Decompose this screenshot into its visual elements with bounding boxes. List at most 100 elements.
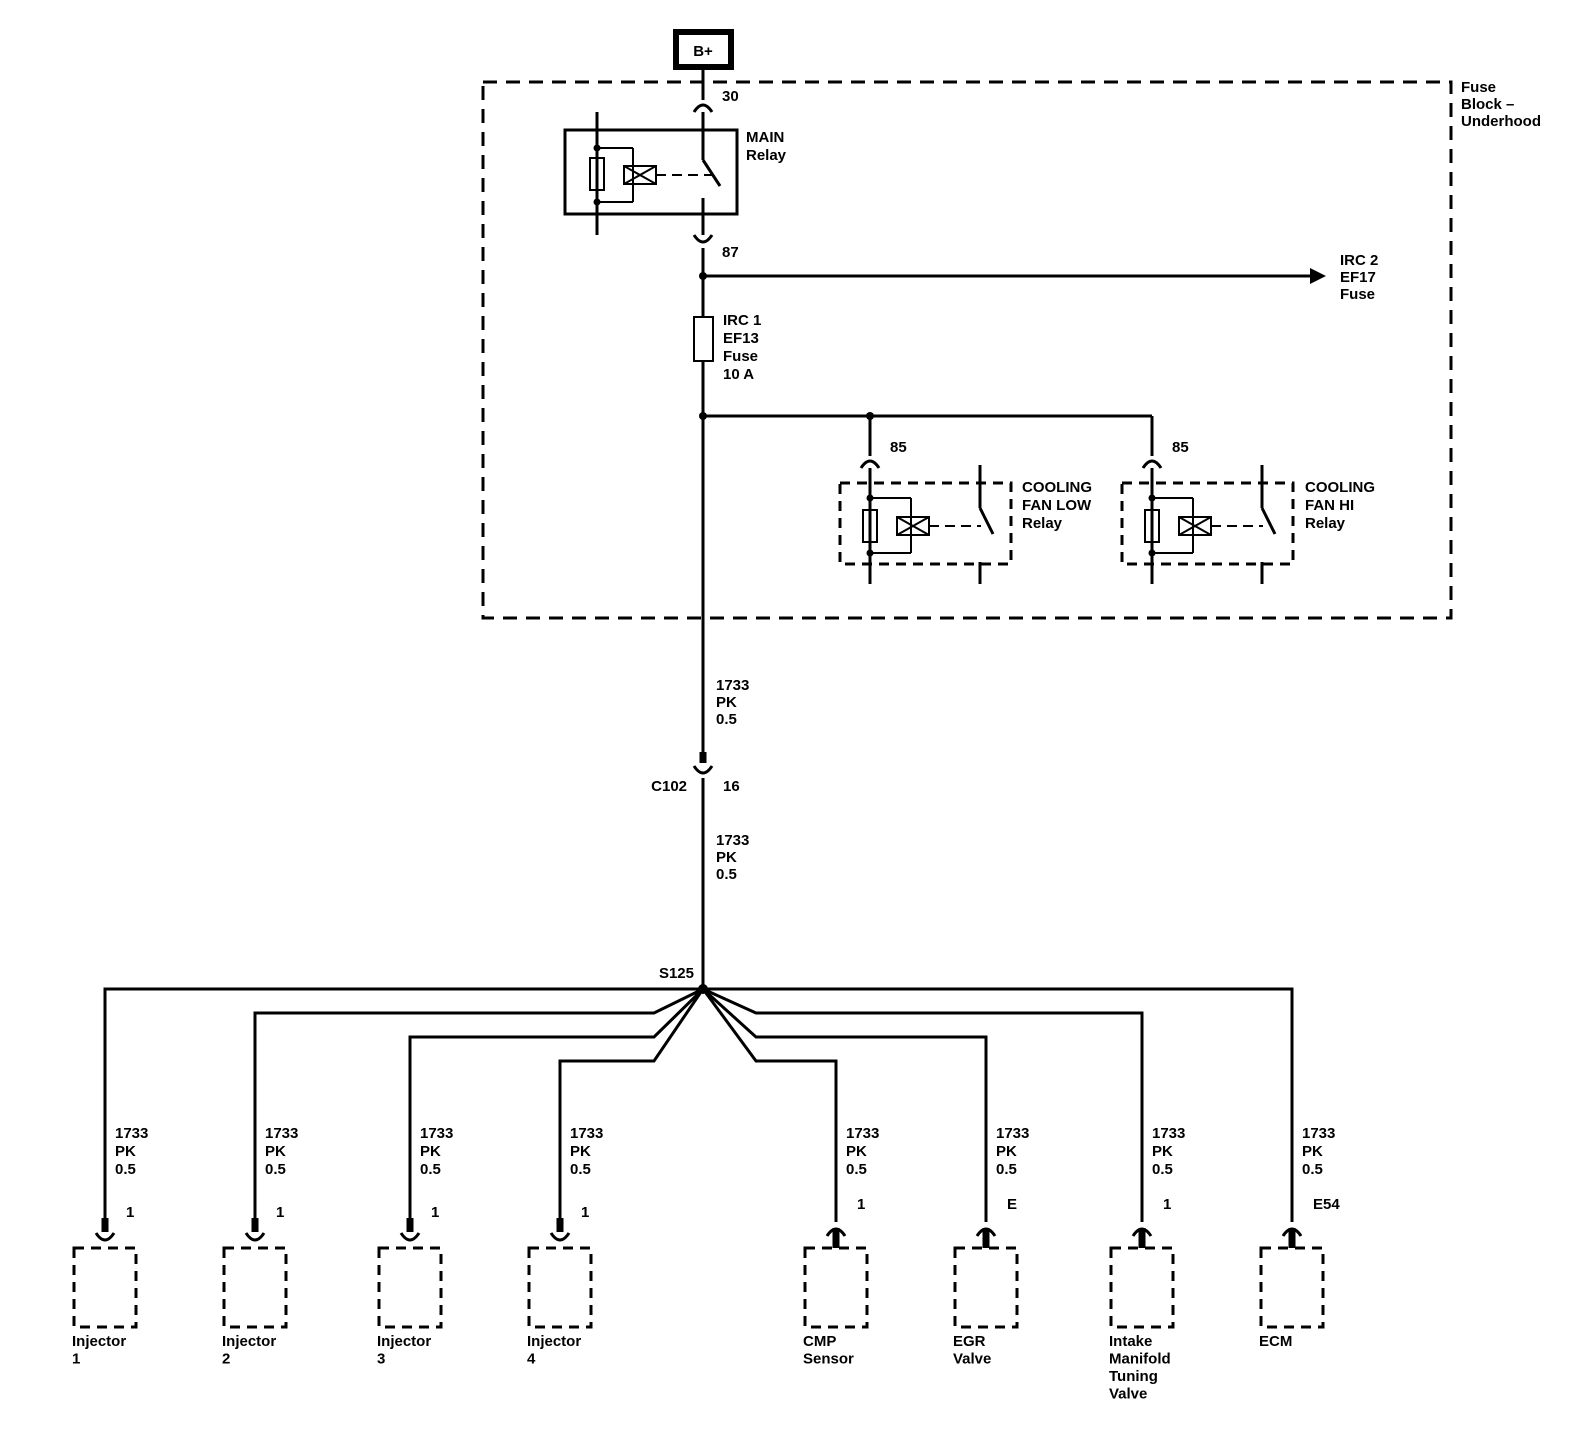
svg-text:Fuse: Fuse [1340, 286, 1375, 303]
load-component-box [1259, 1246, 1325, 1329]
svg-text:1733: 1733 [716, 832, 749, 849]
main-relay-label: MAIN Relay [746, 129, 787, 164]
load-wire-label: 0.5 [1302, 1161, 1323, 1178]
svg-text:EF13: EF13 [723, 330, 759, 347]
fuse-block-boundary [481, 80, 1453, 620]
load-wire-label: 1733 [846, 1125, 879, 1142]
connector-name: C102 [651, 778, 687, 795]
load-name-label: EGR [953, 1333, 986, 1350]
arrow-icon [1310, 268, 1326, 284]
load-name-label: Tuning [1109, 1368, 1158, 1385]
load-component-box [72, 1246, 138, 1329]
load-wire-label: PK [265, 1143, 286, 1160]
fan-low-relay-pin: 85 [890, 439, 907, 456]
load-wire-label: PK [570, 1143, 591, 1160]
battery-positive-label: B+ [693, 43, 713, 60]
wire-label-upper: 1733 PK 0.5 [716, 677, 749, 728]
load-wire-label: PK [846, 1143, 867, 1160]
main-relay [563, 112, 739, 235]
load-wire-label: 0.5 [115, 1161, 136, 1178]
fuse-block-label: Fuse Block – Underhood [1461, 79, 1541, 130]
load-wire-label: 0.5 [570, 1161, 591, 1178]
connector-pin: 16 [723, 778, 740, 795]
load-name-label: 1 [72, 1351, 80, 1368]
svg-text:0.5: 0.5 [716, 866, 737, 883]
load-wire-label: PK [420, 1143, 441, 1160]
load-component-box [527, 1246, 593, 1329]
connector-c102 [692, 752, 714, 775]
load-name-label: Injector [222, 1333, 276, 1350]
load-wire-label: 1733 [1302, 1125, 1335, 1142]
load-name-label: Intake [1109, 1333, 1152, 1350]
load-wire-label: 1733 [1152, 1125, 1185, 1142]
load-name-label: Injector [527, 1333, 581, 1350]
splice-branches [103, 987, 1294, 1232]
svg-text:Relay: Relay [1022, 515, 1063, 532]
svg-text:COOLING: COOLING [1022, 479, 1092, 496]
load-component-box [953, 1246, 1019, 1329]
load-wire-label: 0.5 [1152, 1161, 1173, 1178]
loads: 1733PK0.51Injector11733PK0.51Injector217… [72, 1125, 1340, 1403]
main-relay-pin-out: 87 [722, 244, 739, 261]
svg-text:FAN LOW: FAN LOW [1022, 497, 1092, 514]
irc1-fuse-label: IRC 1 EF13 Fuse 10 A [723, 312, 761, 383]
load-name-label: 4 [527, 1351, 536, 1368]
load-pin-label: 1 [857, 1196, 865, 1213]
cooling-fan-low-relay-label: COOLING FAN LOW Relay [1022, 479, 1092, 532]
load-name-label: Manifold [1109, 1351, 1171, 1368]
irc2-fuse-label: IRC 2 EF17 Fuse [1340, 252, 1378, 303]
load-wire-label: 1733 [115, 1125, 148, 1142]
load-wire-label: PK [115, 1143, 136, 1160]
wire-label-lower: 1733 PK 0.5 [716, 832, 749, 883]
load-wire-label: PK [1302, 1143, 1323, 1160]
svg-text:PK: PK [716, 849, 737, 866]
load-pin-label: 1 [276, 1204, 284, 1221]
cooling-fan-hi-relay [1120, 459, 1295, 584]
battery-positive-source: B+ [673, 29, 734, 70]
load-wire-label: PK [1152, 1143, 1173, 1160]
load-wire-label: 1733 [996, 1125, 1029, 1142]
load-pin-label: E [1007, 1196, 1017, 1213]
load-wire-label: 0.5 [846, 1161, 867, 1178]
splice-label: S125 [659, 965, 694, 982]
svg-text:0.5: 0.5 [716, 711, 737, 728]
main-relay-pin-in: 30 [722, 88, 739, 105]
irc1-fuse [693, 316, 714, 362]
svg-text:FAN HI: FAN HI [1305, 497, 1354, 514]
svg-text:Underhood: Underhood [1461, 113, 1541, 130]
load-wire-label: 1733 [570, 1125, 603, 1142]
cooling-fan-low-relay [838, 459, 1013, 584]
svg-text:Block –: Block – [1461, 96, 1514, 113]
load-pin-label: 1 [1163, 1196, 1171, 1213]
load-name-label: CMP [803, 1333, 836, 1350]
load-wire-label: 0.5 [996, 1161, 1017, 1178]
cooling-fan-hi-relay-label: COOLING FAN HI Relay [1305, 479, 1375, 532]
svg-text:EF17: EF17 [1340, 269, 1376, 286]
load-name-label: Sensor [803, 1351, 854, 1368]
load-name-label: Injector [377, 1333, 431, 1350]
load-component-box [377, 1246, 443, 1329]
svg-text:IRC 2: IRC 2 [1340, 252, 1378, 269]
load-component-box [1109, 1246, 1175, 1329]
load-component-box [222, 1246, 288, 1329]
svg-text:IRC 1: IRC 1 [723, 312, 761, 329]
svg-text:Fuse: Fuse [723, 348, 758, 365]
load-wire-label: 1733 [265, 1125, 298, 1142]
load-pin-label: E54 [1313, 1196, 1340, 1213]
load-name-label: Valve [953, 1351, 991, 1368]
load-component-box [803, 1246, 869, 1329]
load-wire-label: PK [996, 1143, 1017, 1160]
load-wire-label: 0.5 [420, 1161, 441, 1178]
fan-hi-relay-pin: 85 [1172, 439, 1189, 456]
svg-text:MAIN: MAIN [746, 129, 784, 146]
load-pin-label: 1 [581, 1204, 589, 1221]
svg-text:1733: 1733 [716, 677, 749, 694]
